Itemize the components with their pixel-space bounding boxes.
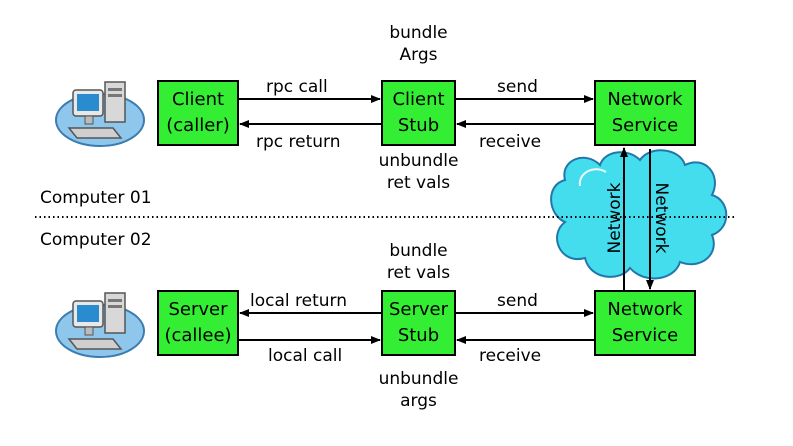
local-return-label: local return xyxy=(250,291,347,311)
send-top-label: send xyxy=(497,77,538,97)
desktop-computer-icon xyxy=(55,292,145,358)
bundle-ret-line1: bundle xyxy=(389,241,448,261)
unbundle-ret-line1: unbundle xyxy=(378,151,459,171)
server-label-line2: (callee) xyxy=(164,325,232,346)
client-stub-label-line2: Stub xyxy=(397,115,440,136)
network-label-left: Network xyxy=(605,182,625,254)
send-bottom-label: send xyxy=(497,291,538,311)
unbundle-ret-vals-label: unbundle ret vals xyxy=(371,150,466,194)
computer02-label: Computer 02 xyxy=(40,230,152,250)
computer01-label: Computer 01 xyxy=(40,188,152,208)
server-label-line1: Server xyxy=(168,299,228,320)
network-service-top-box: Network Service xyxy=(594,80,696,146)
receive-bottom-label: receive xyxy=(479,346,542,366)
unbundle-args-label: unbundle args xyxy=(371,368,466,412)
local-call-label: local call xyxy=(268,346,343,366)
network-service-bottom-box: Network Service xyxy=(594,290,696,356)
server-stub-label-line2: Stub xyxy=(397,325,440,346)
client-label-line2: (caller) xyxy=(166,115,230,136)
bundle-args-label: bundle Args xyxy=(381,22,456,66)
server-box: Server (callee) xyxy=(157,290,239,356)
client-label-line1: Client xyxy=(171,89,225,110)
network-cloud xyxy=(550,149,728,280)
network-service-bottom-line1: Network xyxy=(607,299,683,320)
desktop-computer-icon xyxy=(55,81,145,147)
bundle-args-line1: bundle xyxy=(389,23,448,43)
network-service-bottom-line2: Service xyxy=(611,325,679,346)
client-box: Client (caller) xyxy=(157,80,239,146)
unbundle-ret-line2: ret vals xyxy=(386,173,451,193)
bundle-args-line2: Args xyxy=(399,45,438,65)
unbundle-args-line1: unbundle xyxy=(378,369,459,389)
rpc-call-label: rpc call xyxy=(266,77,328,97)
network-label-right: Network xyxy=(651,182,671,254)
client-stub-box: Client Stub xyxy=(381,80,456,146)
server-stub-box: Server Stub xyxy=(381,290,456,356)
network-service-top-line1: Network xyxy=(607,89,683,110)
bundle-ret-line2: ret vals xyxy=(386,263,451,283)
server-stub-label-line1: Server xyxy=(388,299,449,320)
network-service-top-line2: Service xyxy=(611,115,679,136)
client-stub-label-line1: Client xyxy=(392,89,445,110)
unbundle-args-line2: args xyxy=(400,391,437,411)
bundle-ret-vals-label: bundle ret vals xyxy=(371,240,466,284)
rpc-return-label: rpc return xyxy=(256,132,341,152)
receive-top-label: receive xyxy=(479,132,542,152)
